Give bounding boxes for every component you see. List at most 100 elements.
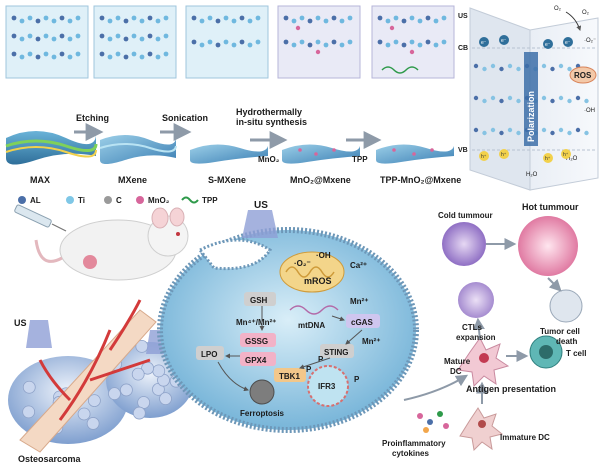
lattice-atom (339, 18, 345, 24)
lattice-atom (323, 18, 329, 24)
lattice-atom (291, 18, 297, 24)
lattice-atom (123, 36, 129, 42)
lattice-atom (299, 39, 305, 45)
osteosarcoma-label: Osteosarcoma (18, 454, 82, 464)
lattice-atom (417, 18, 423, 24)
dying-tumor-cell (549, 289, 583, 323)
hole-label: h⁺ (563, 152, 569, 158)
gssg-label: GSSG (245, 337, 268, 346)
inset-atom (507, 95, 513, 101)
tumor-cell (132, 406, 146, 420)
antigen-label: Antigen presentation (466, 384, 556, 394)
electron-label: e⁻ (481, 40, 487, 46)
inset-atom (499, 66, 504, 72)
lattice-atom (231, 18, 237, 24)
lattice-atom (307, 42, 313, 48)
mno2-dot (332, 148, 336, 152)
lattice-atom (115, 33, 121, 39)
mno2-dot (314, 152, 318, 156)
legend-label-mno2: MnO₂ (148, 196, 170, 205)
box-tbk1 (274, 368, 306, 382)
lattice-atom (107, 54, 113, 60)
cytokine-dot (423, 427, 429, 433)
mno2-atom (295, 25, 301, 31)
lattice-atom (199, 42, 205, 48)
inset-atom (482, 66, 487, 72)
lattice-atom (215, 18, 221, 24)
gsh-label: GSH (250, 296, 268, 305)
lattice-atom (11, 33, 17, 39)
lattice-atom (11, 51, 17, 57)
step-label-s-mxene: S-MXene (208, 175, 246, 185)
cytokine-dot (427, 419, 433, 425)
inset-atom (516, 66, 521, 72)
t-cell-label: T cell (566, 349, 586, 358)
inset-atom (482, 130, 487, 136)
inset-atom (558, 95, 564, 101)
box-gssg (240, 333, 276, 347)
inset-atom (499, 130, 504, 136)
lattice-atom (43, 33, 49, 39)
tpp-chain (381, 66, 419, 74)
mno2-dot (430, 148, 434, 152)
inset-atom (558, 63, 564, 69)
lattice-atom (307, 18, 313, 24)
lattice-atom (155, 36, 161, 42)
cell-oh-label: ·OH (316, 251, 331, 260)
lattice-atom (247, 42, 253, 48)
lattice-atom (331, 15, 337, 21)
cytokine-particles (417, 411, 449, 433)
inset-atom (567, 98, 572, 104)
tumor-cell (77, 407, 91, 421)
polarization-label: Polarization (526, 91, 536, 142)
lattice-atom (51, 18, 57, 24)
s-mxene-sheet (190, 144, 268, 164)
lattice-atom (155, 54, 161, 60)
cold-tumour-label: Cold tummour (438, 211, 493, 220)
irf3-nucleus (307, 365, 349, 407)
inset-atom (541, 63, 547, 69)
lattice-atom (299, 15, 305, 21)
arrow-label-etching: Etching (76, 113, 109, 123)
blood-vessels (38, 299, 151, 421)
lattice-atom (323, 42, 329, 48)
legend-swatch-al (18, 196, 26, 204)
syringe-icon (14, 204, 67, 232)
mno2-dot (392, 148, 396, 152)
inset-o2-b: O₂ (582, 10, 590, 16)
lattice-atom (19, 54, 25, 60)
p-label-1: P (318, 355, 324, 364)
lattice-atom (425, 39, 431, 45)
lattice-atom (231, 42, 237, 48)
tumor-cell (87, 394, 101, 407)
inset-vb: VB (458, 147, 468, 154)
step-label-tpp-mno2-mxene: TPP-MnO₂@Mxene (380, 175, 461, 185)
box-lpo (196, 346, 224, 360)
cell-membrane-notch (197, 238, 273, 271)
mitochondrion (279, 251, 345, 293)
p-label-3: P (354, 375, 360, 384)
mno2-atom (315, 49, 321, 55)
legend-label-tpp: TPP (202, 196, 218, 205)
lattice-atom (291, 42, 297, 48)
lattice-atom (123, 18, 129, 24)
ferroptosis-label: Ferroptosis (240, 409, 285, 418)
lattice-atom (139, 18, 145, 24)
lattice-atom (99, 15, 105, 21)
lattice-atom (401, 18, 407, 24)
lattice-atom (51, 54, 57, 60)
inset-atom (541, 95, 547, 101)
lattice-atom (27, 51, 33, 57)
lattice-atom (377, 39, 383, 45)
inset-oh: ·OH (584, 108, 595, 114)
us-label-left: US (14, 318, 27, 328)
lattice-atom (255, 39, 261, 45)
inset-atom (575, 95, 581, 101)
lattice-atom (347, 15, 353, 21)
lattice-atom (27, 33, 33, 39)
inset-atom (550, 98, 555, 104)
cytokines-label: Proinflammatory cytokines (382, 439, 448, 458)
immature-dc-shape (459, 407, 504, 452)
lattice-atom (163, 15, 169, 21)
lattice-atom (75, 33, 81, 39)
